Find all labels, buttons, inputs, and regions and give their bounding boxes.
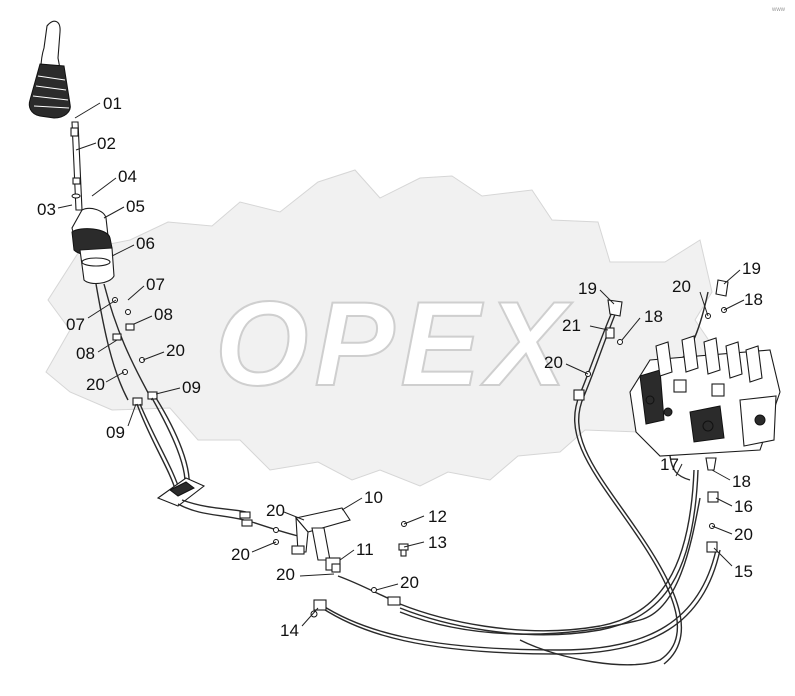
callout-11: 11 xyxy=(356,540,374,559)
watermark-gear xyxy=(45,169,713,487)
base-plate xyxy=(156,477,206,507)
callout-18-right-top: 18 xyxy=(744,290,763,309)
fitting-12-13 xyxy=(398,521,409,557)
callout-20-mid-left: 20 xyxy=(276,565,295,584)
callout-labels: 01 02 03 04 05 06 07 07 08 08 20 20 09 0… xyxy=(37,94,763,640)
callout-09-right: 09 xyxy=(182,378,201,397)
callout-20-mid-right: 20 xyxy=(400,573,419,592)
callout-17: 17 xyxy=(660,455,679,474)
callout-21: 21 xyxy=(562,316,581,335)
joystick-boot xyxy=(28,63,71,119)
callout-08-left: 08 xyxy=(76,344,95,363)
callout-18-right-low: 18 xyxy=(732,472,751,491)
lower-hoses xyxy=(310,469,721,655)
callout-19-right: 19 xyxy=(742,259,761,278)
callout-16: 16 xyxy=(734,497,753,516)
callout-20-bracket-top: 20 xyxy=(266,501,285,520)
joystick-assembly xyxy=(28,20,115,285)
corner-mark: www xyxy=(771,7,786,13)
callout-04: 04 xyxy=(118,167,137,186)
watermark-text: OPEX xyxy=(215,277,573,411)
callout-06: 06 xyxy=(136,234,155,253)
callout-15: 15 xyxy=(734,562,753,581)
right-upper-hoses xyxy=(519,279,729,666)
callout-20-right-low: 20 xyxy=(544,353,563,372)
callout-09-left: 09 xyxy=(106,423,125,442)
base-to-manifold-hoses xyxy=(177,499,299,545)
watermark: OPEX xyxy=(45,169,713,487)
callout-18-left: 18 xyxy=(644,307,663,326)
callout-07-right: 07 xyxy=(146,275,165,294)
callout-02: 02 xyxy=(97,134,116,153)
callout-20-bracket-left: 20 xyxy=(231,545,250,564)
callout-20-upper-right: 20 xyxy=(166,341,185,360)
leader-lines xyxy=(57,102,745,627)
callout-12: 12 xyxy=(428,507,447,526)
callout-08-right: 08 xyxy=(154,305,173,324)
callout-03: 03 xyxy=(37,200,56,219)
callout-07-left: 07 xyxy=(66,315,85,334)
manifold-bracket xyxy=(291,507,351,573)
callout-01: 01 xyxy=(103,94,122,113)
callout-20-right-bottom: 20 xyxy=(734,525,753,544)
callout-13: 13 xyxy=(428,533,447,552)
callout-19-left: 19 xyxy=(578,279,597,298)
callout-10: 10 xyxy=(364,488,383,507)
callout-20-right-top: 20 xyxy=(672,277,691,296)
control-valve-bank xyxy=(629,335,781,553)
callout-05: 05 xyxy=(126,197,145,216)
callout-20-upper-left: 20 xyxy=(86,375,105,394)
callout-14: 14 xyxy=(280,621,299,640)
